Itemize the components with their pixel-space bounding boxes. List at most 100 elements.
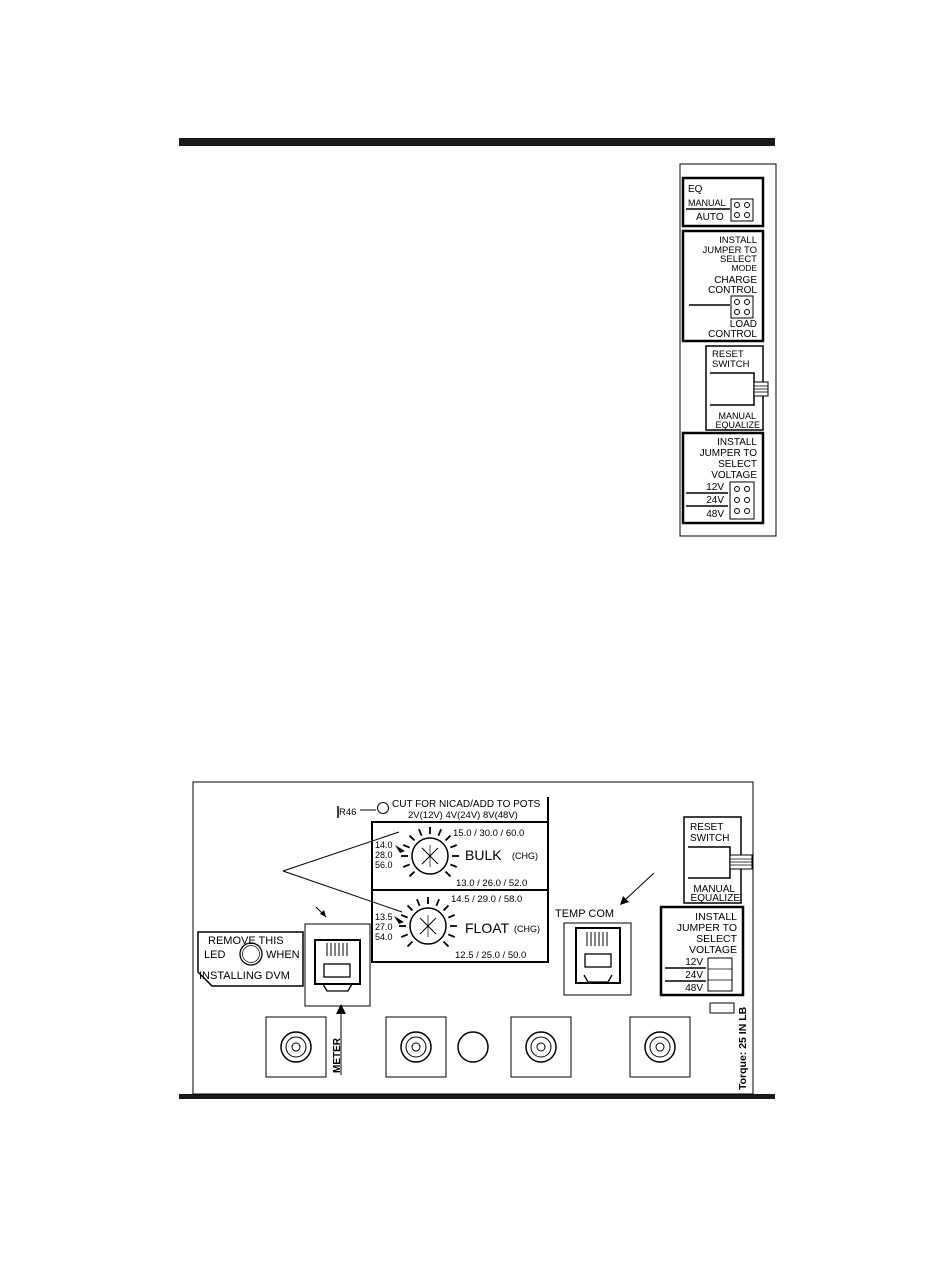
bulk-label: BULK	[465, 847, 502, 863]
meter-jack: METER	[304, 906, 371, 1075]
led-installing-dvm: INSTALLING DVM	[199, 970, 290, 982]
terminal-screw-ring	[644, 1031, 676, 1063]
mode-line4: MODE	[732, 263, 758, 273]
charge-control-line1: CHARGE	[714, 275, 757, 286]
bulk-left-3: 56.0	[375, 860, 393, 870]
top-voltage-line2: JUMPER TO	[700, 448, 758, 459]
bulk-tick	[444, 870, 452, 878]
terminal-screw-ring	[655, 1042, 665, 1052]
float-tick	[406, 940, 414, 948]
mode-line2: JUMPER TO	[702, 245, 757, 256]
bulk-max-scale: 15.0 / 30.0 / 60.0	[453, 828, 524, 839]
terminal-screw-ring	[405, 1036, 427, 1058]
board-reset-line3: MANUAL	[693, 884, 735, 895]
charge-control-line2: CONTROL	[708, 285, 757, 296]
float-tick	[406, 904, 414, 912]
terminal-screw-ring	[400, 1031, 432, 1063]
board-voltage-12v: 12V	[685, 957, 703, 968]
terminal-block	[385, 1016, 447, 1078]
meter-label: METER	[332, 1037, 343, 1073]
board-voltage-jumper-block	[707, 957, 733, 992]
top-voltage-24v: 24V	[706, 495, 724, 506]
top-voltage-48v: 48V	[706, 509, 724, 520]
terminal-screw-ring	[285, 1036, 307, 1058]
bulk-tick	[408, 870, 416, 878]
terminal-screw-ring	[649, 1036, 671, 1058]
terminal-screw-ring	[525, 1031, 557, 1063]
float-left-2: 27.0	[375, 922, 393, 932]
float-sub-label: (CHG)	[514, 924, 540, 934]
mode-box: INSTALL JUMPER TO SELECT MODE CHARGE CON…	[681, 229, 765, 343]
board-reset-switch: RESET SWITCH MANUAL EQUALIZE	[683, 816, 753, 904]
r46-label: R46	[339, 807, 356, 818]
float-label: FLOAT	[465, 920, 510, 936]
temp-com-label: TEMP COM	[555, 908, 614, 920]
terminal-block	[265, 1016, 327, 1078]
mode-line3: SELECT	[720, 254, 757, 265]
r46-resistor	[377, 802, 389, 814]
bulk-tick	[402, 844, 411, 849]
board-voltage-48v: 48V	[685, 983, 703, 994]
board-voltage-line1: INSTALL	[695, 911, 737, 923]
terminal-block	[510, 1016, 572, 1078]
cut-nicad-line1: CUT FOR NICAD/ADD TO POTS	[392, 799, 541, 810]
bulk-left-2: 28.0	[375, 850, 393, 860]
terminal-screw-ring	[536, 1042, 546, 1052]
top-voltage-jumper-block	[729, 481, 755, 520]
torque-label: Torque: 25 IN LB	[737, 1006, 749, 1090]
terminal-screw-ring	[411, 1042, 421, 1052]
board-voltage-line3: SELECT	[696, 933, 737, 945]
top-voltage-line4: VOLTAGE	[711, 470, 757, 481]
pot-leader-lower	[282, 870, 403, 913]
load-control-line1: LOAD	[730, 319, 757, 330]
cut-nicad-line2: 2V(12V) 4V(24V) 8V(48V)	[408, 810, 518, 821]
float-tick	[400, 914, 409, 919]
top-jumper-panel: EQ MANUAL AUTO INSTALL JUMPER TO SELECT …	[679, 163, 777, 537]
led-indicator	[239, 942, 263, 966]
terminal-screw-ring	[291, 1042, 301, 1052]
bulk-tick	[418, 828, 423, 837]
board-voltage-24v: 24V	[685, 970, 703, 981]
load-control-line2: CONTROL	[708, 329, 757, 340]
float-tick	[435, 898, 440, 907]
pot-leader-upper	[282, 831, 400, 872]
float-left-1: 13.5	[375, 912, 393, 922]
eq-manual-label: MANUAL	[688, 198, 726, 208]
board-voltage-box: INSTALL JUMPER TO SELECT VOLTAGE 12V 24V…	[659, 905, 745, 997]
controller-board: R46 CUT FOR NICAD/ADD TO POTS 2V(12V) 4V…	[192, 781, 754, 1095]
led-remove-line1: REMOVE THIS	[208, 935, 284, 947]
board-reset-line2: SWITCH	[690, 833, 729, 844]
bulk-left-1: 14.0	[375, 840, 393, 850]
top-voltage-12v: 12V	[706, 482, 724, 493]
bulk-sub-label: (CHG)	[512, 851, 538, 861]
terminal-block	[629, 1016, 691, 1078]
float-tick	[442, 940, 450, 948]
eq-auto-label: AUTO	[696, 212, 724, 223]
mode-jumper-block	[730, 295, 754, 319]
pot-panel: 15.0 / 30.0 / 60.0 13.0 / 26.0 / 52.0 14…	[371, 797, 549, 963]
float-scale-ticks	[399, 897, 457, 948]
bulk-tick	[408, 834, 416, 842]
bulk-scale-ticks	[401, 827, 459, 878]
bulk-tick	[444, 834, 452, 842]
terminal-screw-ring	[530, 1036, 552, 1058]
temp-com-jack: TEMP COM	[555, 872, 655, 996]
board-voltage-line4: VOLTAGE	[689, 944, 737, 956]
float-pot: 14.5 / 29.0 / 58.0 12.5 / 25.0 / 50.0 13…	[375, 894, 540, 961]
top-rule	[179, 138, 775, 146]
float-tick	[400, 933, 409, 938]
board-voltage-line2: JUMPER TO	[677, 922, 737, 934]
bulk-tick	[437, 828, 442, 837]
terminal-screw-ring	[280, 1031, 312, 1063]
top-reset-line2: SWITCH	[712, 359, 750, 370]
board-reset-line1: RESET	[690, 822, 723, 833]
top-reset-switch: RESET SWITCH MANUAL EQUALIZE	[705, 345, 769, 431]
led-label: LED	[204, 949, 225, 961]
float-tick	[442, 904, 450, 912]
bulk-tick	[402, 863, 411, 868]
bottom-rule	[179, 1094, 775, 1099]
eq-jumper-block	[730, 198, 754, 222]
bulk-min-scale: 13.0 / 26.0 / 52.0	[456, 878, 527, 889]
